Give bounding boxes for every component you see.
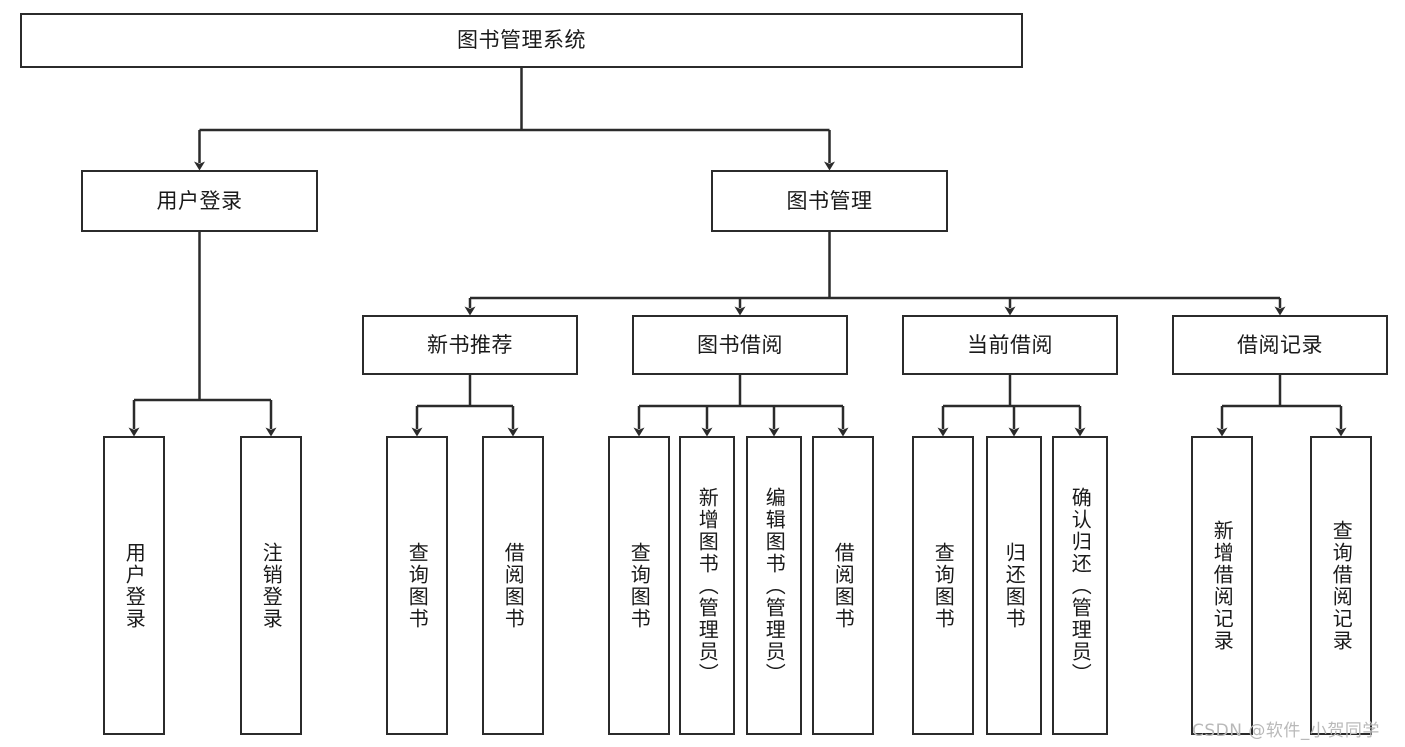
leaf-add-book-admin-label: 新增图书（管理员）	[695, 486, 720, 685]
leaf-query-borrow-record-label: 查询借阅记录	[1329, 519, 1354, 652]
leaf-borrow-book-newbook-label: 借阅图书	[501, 541, 526, 630]
node-book-borrow-label: 图书借阅	[697, 332, 783, 357]
node-book-management-label: 图书管理	[786, 188, 873, 213]
leaf-user-login-label: 用户登录	[122, 541, 147, 630]
leaf-edit-book-admin[interactable]: 编辑图书（管理员）	[746, 436, 802, 735]
node-current-borrow[interactable]: 当前借阅	[902, 315, 1118, 375]
leaf-borrow-book-newbook[interactable]: 借阅图书	[482, 436, 544, 735]
leaf-user-login[interactable]: 用户登录	[103, 436, 165, 735]
leaf-confirm-return-admin-label: 确认归还（管理员）	[1068, 486, 1093, 685]
leaf-user-logout-label: 注销登录	[259, 541, 284, 630]
leaf-query-book-newbook-label: 查询图书	[405, 541, 430, 630]
leaf-borrow-book-borrow[interactable]: 借阅图书	[812, 436, 874, 735]
node-book-management[interactable]: 图书管理	[711, 170, 948, 232]
node-root[interactable]: 图书管理系统	[20, 13, 1023, 68]
leaf-query-book-borrow-label: 查询图书	[627, 541, 652, 630]
leaf-return-book[interactable]: 归还图书	[986, 436, 1042, 735]
leaf-query-borrow-record[interactable]: 查询借阅记录	[1310, 436, 1372, 735]
node-new-book-recommend[interactable]: 新书推荐	[362, 315, 578, 375]
node-borrow-record[interactable]: 借阅记录	[1172, 315, 1388, 375]
leaf-query-book-current[interactable]: 查询图书	[912, 436, 974, 735]
leaf-add-borrow-record-label: 新增借阅记录	[1210, 519, 1235, 652]
node-current-borrow-label: 当前借阅	[967, 332, 1053, 357]
node-user-login-label: 用户登录	[156, 188, 243, 213]
leaf-query-book-borrow[interactable]: 查询图书	[608, 436, 670, 735]
node-new-book-recommend-label: 新书推荐	[427, 332, 513, 357]
node-borrow-record-label: 借阅记录	[1237, 332, 1323, 357]
leaf-user-logout[interactable]: 注销登录	[240, 436, 302, 735]
node-user-login[interactable]: 用户登录	[81, 170, 318, 232]
connectors	[128, 68, 1347, 437]
leaf-query-book-current-label: 查询图书	[931, 541, 956, 630]
leaf-borrow-book-borrow-label: 借阅图书	[831, 541, 856, 630]
leaf-query-book-newbook[interactable]: 查询图书	[386, 436, 448, 735]
leaf-add-book-admin[interactable]: 新增图书（管理员）	[679, 436, 735, 735]
node-root-label: 图书管理系统	[457, 28, 586, 53]
leaf-edit-book-admin-label: 编辑图书（管理员）	[762, 486, 787, 685]
leaf-return-book-label: 归还图书	[1002, 541, 1027, 630]
node-book-borrow[interactable]: 图书借阅	[632, 315, 848, 375]
leaf-confirm-return-admin[interactable]: 确认归还（管理员）	[1052, 436, 1108, 735]
leaf-add-borrow-record[interactable]: 新增借阅记录	[1191, 436, 1253, 735]
